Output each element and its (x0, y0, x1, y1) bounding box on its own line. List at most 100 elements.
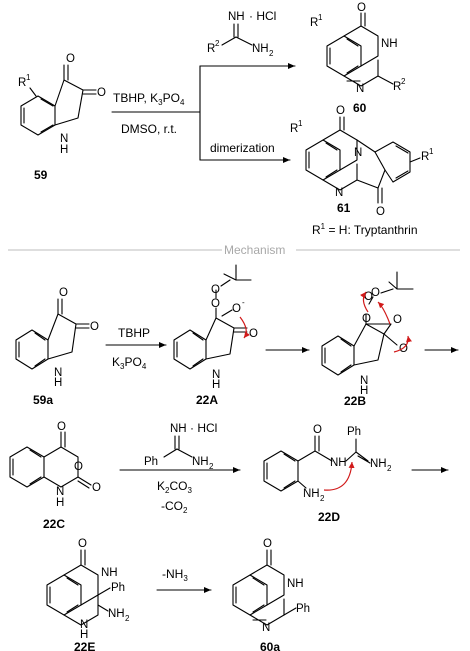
compound-label-22E: 22E (74, 640, 95, 651)
svg-text:O: O (336, 105, 345, 117)
svg-text:O: O (364, 291, 373, 303)
svg-text:H: H (56, 497, 64, 509)
k3po4-label: K3PO4 (112, 355, 147, 371)
svg-text:N: N (60, 133, 68, 145)
svg-text:O: O (232, 303, 241, 315)
svg-text:NH: NH (101, 567, 118, 579)
svg-text:R: R (393, 81, 401, 93)
svg-text:O: O (66, 53, 75, 65)
svg-text:N: N (360, 375, 368, 387)
svg-text:N: N (80, 619, 88, 631)
svg-text:NH: NH (108, 608, 125, 620)
svg-text:NH: NH (228, 11, 245, 23)
svg-text:O: O (249, 328, 258, 340)
svg-text:O: O (376, 206, 385, 218)
svg-text:O: O (357, 2, 366, 14)
mechanism-heading: Mechanism (224, 243, 285, 257)
svg-text:H: H (54, 377, 62, 389)
svg-text:NH: NH (287, 578, 304, 590)
svg-text:O: O (313, 424, 322, 436)
svg-text:O: O (78, 538, 87, 550)
svg-text:N: N (335, 187, 343, 199)
svg-text:N: N (54, 367, 62, 379)
svg-text:R: R (207, 43, 215, 55)
compound-label-59a: 59a (33, 393, 53, 407)
svg-text:2: 2 (209, 462, 214, 471)
compound-label-22A: 22A (196, 393, 218, 407)
svg-text:N: N (56, 486, 64, 498)
svg-text:NH: NH (330, 457, 347, 469)
conditions-solvent: DMSO, r.t. (121, 122, 177, 136)
svg-text:H: H (60, 144, 68, 156)
compound-label-22C: 22C (43, 517, 65, 531)
tbhp-label: TBHP (118, 326, 150, 340)
compound-22B-structure: O O O O O N H 22B (321, 271, 414, 408)
svg-text:H: H (80, 629, 88, 641)
svg-text:2: 2 (125, 614, 130, 623)
compound-60a-structure: O NH Ph N 60a (232, 538, 310, 651)
co2-loss-label: -CO2 (161, 499, 188, 515)
svg-text:H: H (360, 385, 368, 397)
svg-text:O: O (393, 314, 402, 326)
compound-59a-structure: O O N H 59a (15, 287, 99, 407)
svg-text:2: 2 (269, 49, 274, 58)
svg-text:-: - (242, 298, 245, 307)
svg-text:O: O (211, 298, 220, 310)
svg-text:O: O (90, 321, 99, 333)
svg-text:Ph: Ph (347, 426, 361, 438)
k2co3-label: K2CO3 (157, 479, 192, 495)
svg-text:N: N (212, 369, 220, 381)
svg-text:NH: NH (252, 43, 269, 55)
svg-text:O: O (211, 284, 220, 296)
compound-22A-structure: O O O- O N H 22A (173, 264, 258, 407)
compound-label-59: 59 (34, 168, 48, 182)
svg-text:O: O (263, 538, 272, 550)
svg-text:R: R (310, 17, 318, 29)
svg-text:NH: NH (381, 38, 398, 50)
svg-text:O: O (371, 287, 380, 299)
svg-text:2: 2 (401, 77, 406, 86)
svg-text:N: N (354, 147, 362, 159)
svg-text:O: O (97, 87, 106, 99)
svg-text:Ph: Ph (111, 582, 125, 594)
svg-text:NH: NH (370, 458, 387, 470)
svg-text:O: O (74, 461, 83, 473)
svg-text:NH: NH (192, 456, 209, 468)
svg-text:Ph: Ph (144, 456, 158, 468)
tryptanthrin-note: R1 = H: Tryptanthrin (312, 222, 418, 237)
svg-text:O: O (57, 421, 66, 433)
svg-text:1: 1 (298, 119, 303, 128)
svg-text:R: R (18, 77, 26, 89)
svg-text:N: N (356, 83, 364, 95)
reaction-arrows-top (111, 63, 296, 163)
svg-text:O: O (362, 313, 371, 325)
compound-label-60: 60 (353, 101, 367, 115)
svg-text:H: H (212, 379, 220, 391)
dimerization-label: dimerization (210, 141, 275, 155)
svg-text:O: O (59, 287, 68, 299)
hcl-label-top: · HCl (249, 9, 276, 23)
compound-label-61: 61 (337, 201, 351, 215)
svg-text:2: 2 (387, 464, 392, 473)
svg-text:Ph: Ph (296, 603, 310, 615)
svg-text:2: 2 (320, 494, 325, 503)
svg-text:R: R (290, 123, 298, 135)
svg-text:O: O (92, 482, 101, 494)
svg-text:1: 1 (318, 13, 323, 22)
compound-22C-structure: O O O N H 22C (9, 421, 101, 531)
svg-text:N: N (262, 622, 270, 634)
compound-label-22B: 22B (344, 394, 366, 408)
svg-text:1: 1 (26, 73, 31, 82)
svg-text:1: 1 (429, 147, 434, 156)
hcl-label-mid: · HCl (190, 421, 217, 435)
svg-text:R: R (421, 151, 429, 163)
